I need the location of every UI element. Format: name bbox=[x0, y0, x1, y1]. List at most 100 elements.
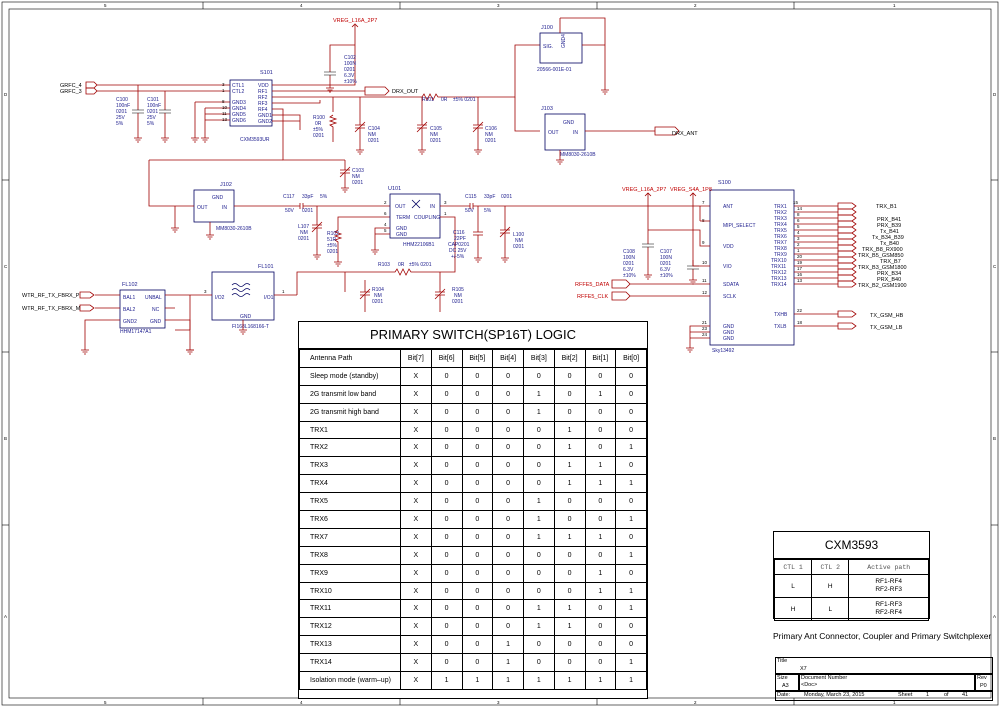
logic-header-cell: Bit[5] bbox=[461, 349, 494, 368]
logic-bit-cell: 1 bbox=[553, 527, 586, 547]
logic-path-cell: TRX5 bbox=[299, 492, 401, 512]
border-col-label: 2 bbox=[694, 3, 697, 8]
border-row-label: A bbox=[993, 614, 996, 619]
border-col-label: 3 bbox=[497, 3, 500, 8]
logic-bit-cell: 0 bbox=[492, 420, 524, 440]
logic-path-cell: Sleep mode (standby) bbox=[299, 366, 401, 386]
trx-net-label: PRX_B39 bbox=[877, 223, 901, 229]
svg-text:33pF: 33pF bbox=[302, 194, 313, 200]
ground-symbol bbox=[134, 137, 209, 143]
svg-text:0201: 0201 bbox=[352, 180, 363, 186]
s101-pin: CTL1 bbox=[232, 83, 244, 89]
border-col-label: 4 bbox=[300, 3, 303, 8]
border-col-label: 5 bbox=[104, 3, 107, 8]
s101-pin: GND4 bbox=[232, 106, 246, 112]
primary-switch-logic-table: PRIMARY SWITCH(SP16T) LOGIC Antenna Path… bbox=[298, 321, 648, 699]
logic-bit-cell: 1 bbox=[584, 456, 617, 476]
svg-text:0201: 0201 bbox=[660, 261, 671, 267]
logic-path-cell: 2G transmit low band bbox=[299, 384, 401, 404]
svg-text:50V: 50V bbox=[285, 208, 295, 214]
svg-text:15: 15 bbox=[793, 200, 799, 205]
logic-bit-cell: 1 bbox=[615, 599, 647, 619]
trx-net-label: PRX_B41 bbox=[877, 217, 901, 223]
logic-header-cell: Bit[1] bbox=[584, 349, 617, 368]
logic-bit-cell: 0 bbox=[461, 366, 494, 386]
c102-ref: C102 bbox=[344, 55, 356, 61]
logic-bit-cell: 1 bbox=[492, 653, 524, 673]
logic-bit-cell: 1 bbox=[615, 581, 647, 601]
svg-text:SIG.: SIG. bbox=[543, 44, 553, 50]
svg-text:20: 20 bbox=[797, 254, 803, 259]
s101-pin: GND5 bbox=[232, 112, 246, 118]
logic-path-cell: TRX3 bbox=[299, 456, 401, 476]
logic-path-cell: TRX6 bbox=[299, 510, 401, 529]
s100-body bbox=[709, 189, 795, 346]
svg-text:VDD: VDD bbox=[723, 244, 734, 250]
j103-part: MM8030-2610B bbox=[560, 152, 596, 158]
svg-text:TRX7: TRX7 bbox=[774, 240, 787, 246]
svg-text:0201: 0201 bbox=[372, 299, 383, 305]
logic-bit-cell: 0 bbox=[523, 420, 555, 440]
logic-bit-cell: 0 bbox=[492, 438, 524, 458]
grfc4-port bbox=[85, 81, 98, 89]
vreg-l16a-label: VREG_L16A_2P7 bbox=[622, 187, 666, 193]
svg-text:±5% 0201: ±5% 0201 bbox=[409, 262, 432, 268]
svg-text:13: 13 bbox=[797, 278, 803, 283]
fl102-balun: FL102 BAL1 BAL2 GND2 UNBAL NC GND HHM171… bbox=[22, 282, 194, 355]
u101-part: HHM22106B1 bbox=[403, 242, 435, 248]
logic-bit-cell: 0 bbox=[615, 635, 647, 655]
svg-text:22PF: 22PF bbox=[454, 236, 466, 242]
logic-bit-cell: 0 bbox=[461, 581, 494, 601]
logic-path-cell: TRX7 bbox=[299, 527, 401, 547]
svg-text:1: 1 bbox=[444, 211, 447, 216]
svg-text:IN: IN bbox=[573, 130, 578, 136]
fl102-ref: FL102 bbox=[122, 282, 138, 288]
svg-text:100nF: 100nF bbox=[116, 103, 130, 109]
svg-text:0201: 0201 bbox=[452, 299, 463, 305]
svg-text:23: 23 bbox=[702, 326, 708, 331]
logic-bit-cell: 1 bbox=[615, 438, 647, 458]
svg-text:2: 2 bbox=[384, 200, 387, 205]
logic-bit-cell: 0 bbox=[430, 456, 463, 476]
date-cell: Date: Monday, March 23, 2015 Sheet 1 of … bbox=[775, 691, 993, 701]
svg-text:TRX3: TRX3 bbox=[774, 216, 787, 222]
svg-text:TRX8: TRX8 bbox=[774, 246, 787, 252]
logic-bit-cell: 0 bbox=[461, 474, 494, 494]
svg-text:GND2: GND2 bbox=[123, 319, 137, 325]
svg-text:TERM: TERM bbox=[396, 215, 410, 221]
c108-ref: C108 bbox=[623, 249, 635, 255]
s100-switch: S100 Sky13492 ANT MIPI_SELECT VDD VIO SD… bbox=[702, 180, 907, 354]
logic-bit-cell: X bbox=[400, 599, 432, 619]
border-col-label: 4 bbox=[300, 700, 303, 705]
l107-part bbox=[311, 206, 323, 255]
logic-bit-cell: 0 bbox=[492, 527, 524, 547]
logic-bit-cell: X bbox=[400, 527, 432, 547]
border-row-label: B bbox=[4, 436, 7, 441]
svg-text:10: 10 bbox=[702, 260, 708, 265]
svg-text:1: 1 bbox=[797, 248, 800, 253]
svg-text:0201: 0201 bbox=[430, 138, 441, 144]
logic-bit-cell: 0 bbox=[584, 366, 617, 386]
logic-bit-cell: 1 bbox=[615, 653, 647, 673]
svg-text:OUT: OUT bbox=[197, 205, 208, 211]
logic-bit-cell: 1 bbox=[430, 671, 463, 690]
svg-text:22: 22 bbox=[797, 308, 803, 313]
c105-ref: C105 bbox=[430, 126, 442, 132]
border-col-label: 1 bbox=[893, 3, 896, 8]
svg-text:9: 9 bbox=[702, 240, 705, 245]
wtr-m-label: WTR_RF_TX_FBRX_M bbox=[22, 306, 81, 312]
c104-ref: C104 bbox=[368, 126, 380, 132]
svg-text:0201: 0201 bbox=[313, 133, 324, 139]
s100-left-wiring: VREG_L16A_2P7 VREG_S4A_1P8 C108 100N 020… bbox=[575, 187, 712, 353]
rffe-clk-label: RFFE5_CLK bbox=[577, 294, 609, 300]
drx-ant-label: DRX_ANT bbox=[672, 131, 698, 137]
logic-bit-cell: X bbox=[400, 617, 432, 637]
logic-bit-cell: 1 bbox=[492, 635, 524, 655]
ctl-cell: L bbox=[811, 597, 850, 621]
svg-text:19: 19 bbox=[797, 260, 803, 265]
logic-bit-cell: 1 bbox=[553, 456, 586, 476]
